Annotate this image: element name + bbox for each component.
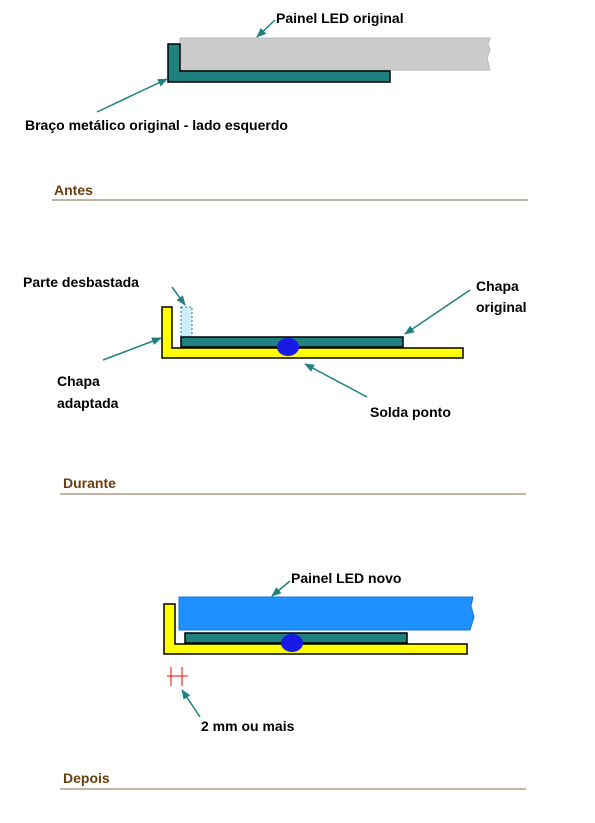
weld-leader-arrow (304, 363, 368, 398)
new-led-panel (178, 596, 475, 631)
adapted-leader-arrow (102, 337, 162, 361)
adapted-plate-label-line2: adaptada (57, 395, 119, 411)
gap-dimension-mark (167, 667, 188, 686)
during-section: Parte desbastada Chapa original Chapa ad… (23, 274, 527, 495)
panel-label: Painel LED original (276, 10, 404, 26)
during-title: Durante (63, 475, 116, 491)
original-plate-label-line1: Chapa (476, 278, 519, 294)
after-section: Painel LED novo 2 mm ou mais Depois (60, 570, 526, 790)
original-led-panel (179, 37, 491, 71)
panel-leader-arrow (256, 19, 276, 38)
adapted-plate (161, 306, 464, 359)
after-title: Depois (63, 770, 110, 786)
arm-label: Braço metálico original - lado esquerdo (25, 117, 288, 133)
original-plate-label-line2: original (476, 299, 527, 315)
before-title: Antes (54, 182, 93, 198)
ground-label: Parte desbastada (23, 274, 139, 290)
adapted-plate-label-line1: Chapa (57, 373, 100, 389)
original-metal-arm (167, 43, 391, 83)
weld-spot (277, 338, 299, 356)
ground-part (180, 306, 193, 338)
gap-label: 2 mm ou mais (201, 718, 295, 734)
weld-spot-after (281, 634, 303, 652)
adapted-plate-after (163, 603, 468, 655)
plate-leader-arrow (404, 289, 471, 335)
new-panel-label: Painel LED novo (291, 570, 401, 586)
weld-label: Solda ponto (370, 404, 451, 420)
new-panel-leader-arrow (271, 580, 291, 597)
ground-leader-arrow (171, 286, 186, 306)
gap-leader-arrow (181, 689, 201, 718)
arm-leader-arrow (96, 78, 168, 113)
before-section: Painel LED original Braço metálico origi… (25, 10, 528, 201)
